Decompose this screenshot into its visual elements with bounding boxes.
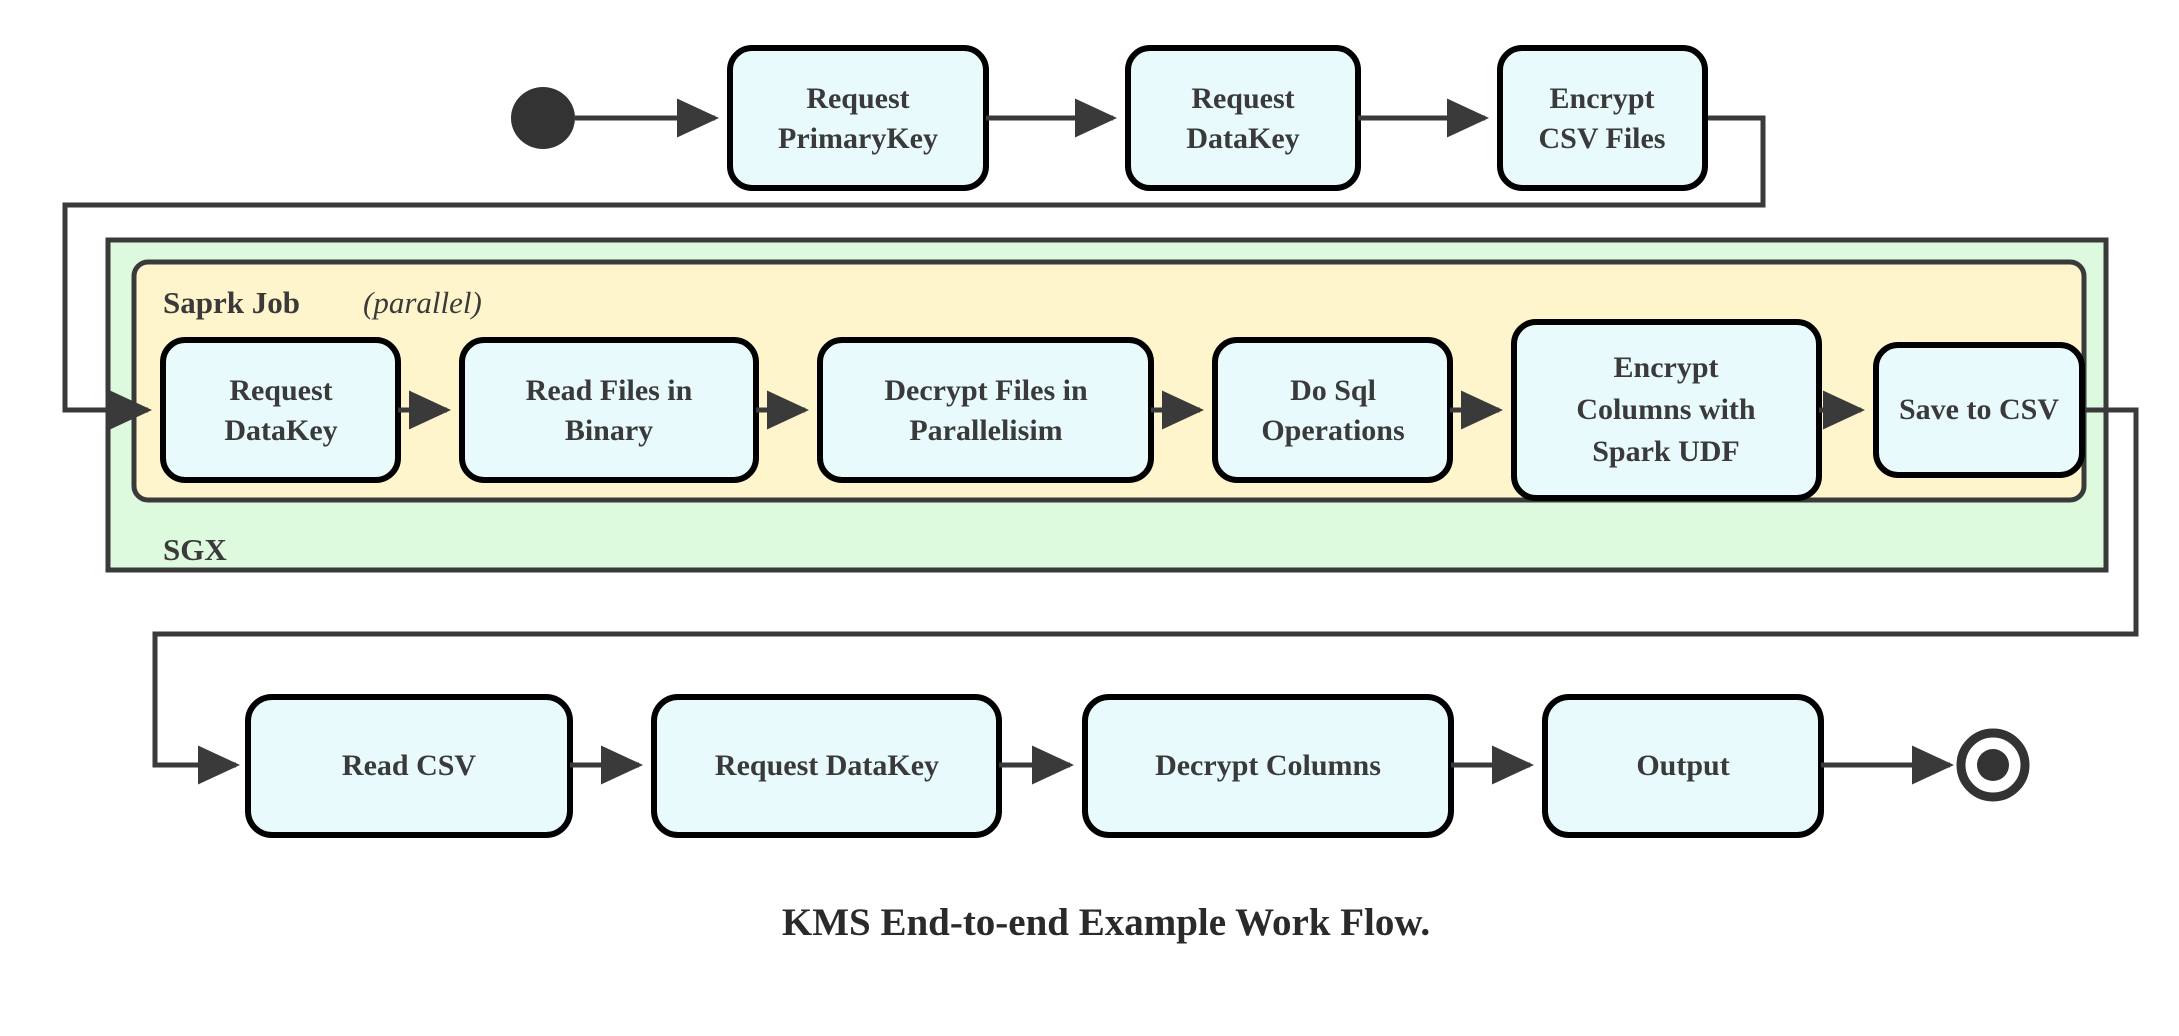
start-node bbox=[511, 87, 575, 149]
node-decrypt-files-line-1: Parallelisim bbox=[909, 414, 1062, 447]
spark-job-parallel-label: (parallel) bbox=[363, 285, 482, 320]
node-save-to-csv-label: Save to CSV bbox=[1899, 393, 2059, 426]
node-decrypt-columns[interactable]: Decrypt Columns bbox=[1082, 694, 1454, 838]
node-request-primarykey-line-1: PrimaryKey bbox=[778, 122, 938, 155]
spark-job-group-label: Saprk Job bbox=[163, 285, 300, 320]
node-request-primarykey[interactable]: Request PrimaryKey bbox=[727, 45, 989, 191]
node-decrypt-files-line-0: Decrypt Files in bbox=[884, 374, 1088, 407]
edge-encrypt-csv-to-request-datakey bbox=[62, 115, 1766, 430]
node-encrypt-columns-line-1: Columns with bbox=[1576, 393, 1756, 426]
node-encrypt-csv-files-line-0: Encrypt bbox=[1550, 82, 1655, 115]
node-request-datakey-spark-line-0: Request bbox=[229, 374, 332, 407]
node-request-datakey-top-line-1: DataKey bbox=[1186, 122, 1299, 155]
node-request-datakey-top[interactable]: Request DataKey bbox=[1125, 45, 1361, 191]
node-decrypt-columns-label: Decrypt Columns bbox=[1155, 749, 1381, 782]
end-node-dot bbox=[1977, 749, 2009, 781]
node-do-sql-operations-line-0: Do Sql bbox=[1290, 374, 1376, 407]
sgx-group-label: SGX bbox=[163, 532, 227, 567]
node-encrypt-csv-files[interactable]: Encrypt CSV Files bbox=[1497, 45, 1708, 191]
node-request-datakey-spark-line-1: DataKey bbox=[224, 414, 337, 447]
node-do-sql-operations[interactable]: Do Sql Operations bbox=[1212, 337, 1453, 483]
node-read-files-in-binary-line-0: Read Files in bbox=[526, 374, 693, 407]
node-decrypt-files-in-parallelisim[interactable]: Decrypt Files in Parallelisim bbox=[817, 337, 1154, 483]
node-read-csv-label: Read CSV bbox=[342, 749, 477, 782]
node-request-primarykey-line-0: Request bbox=[806, 82, 909, 115]
node-read-csv[interactable]: Read CSV bbox=[245, 694, 573, 838]
edge-save-to-csv-to-read-csv bbox=[152, 407, 2139, 785]
node-encrypt-columns-line-2: Spark UDF bbox=[1592, 435, 1740, 468]
end-node bbox=[1956, 728, 2030, 802]
node-save-to-csv[interactable]: Save to CSV bbox=[1873, 342, 2085, 478]
node-request-datakey-spark[interactable]: Request DataKey bbox=[160, 337, 401, 483]
node-request-datakey-bottom[interactable]: Request DataKey bbox=[651, 694, 1002, 838]
node-read-files-in-binary-line-1: Binary bbox=[565, 414, 653, 447]
node-output[interactable]: Output bbox=[1542, 694, 1824, 838]
node-encrypt-columns-line-0: Encrypt bbox=[1614, 351, 1719, 384]
node-output-label: Output bbox=[1636, 749, 1729, 782]
diagram-caption: KMS End-to-end Example Work Flow. bbox=[782, 901, 1430, 944]
node-do-sql-operations-line-1: Operations bbox=[1261, 414, 1404, 447]
node-encrypt-csv-files-line-1: CSV Files bbox=[1539, 122, 1666, 155]
start-node-circle bbox=[511, 87, 575, 149]
node-encrypt-columns-with-spark-udf[interactable]: Encrypt Columns with Spark UDF bbox=[1511, 319, 1822, 501]
node-request-datakey-bottom-label: Request DataKey bbox=[715, 749, 939, 782]
node-request-datakey-top-line-0: Request bbox=[1191, 82, 1294, 115]
node-read-files-in-binary[interactable]: Read Files in Binary bbox=[459, 337, 759, 483]
